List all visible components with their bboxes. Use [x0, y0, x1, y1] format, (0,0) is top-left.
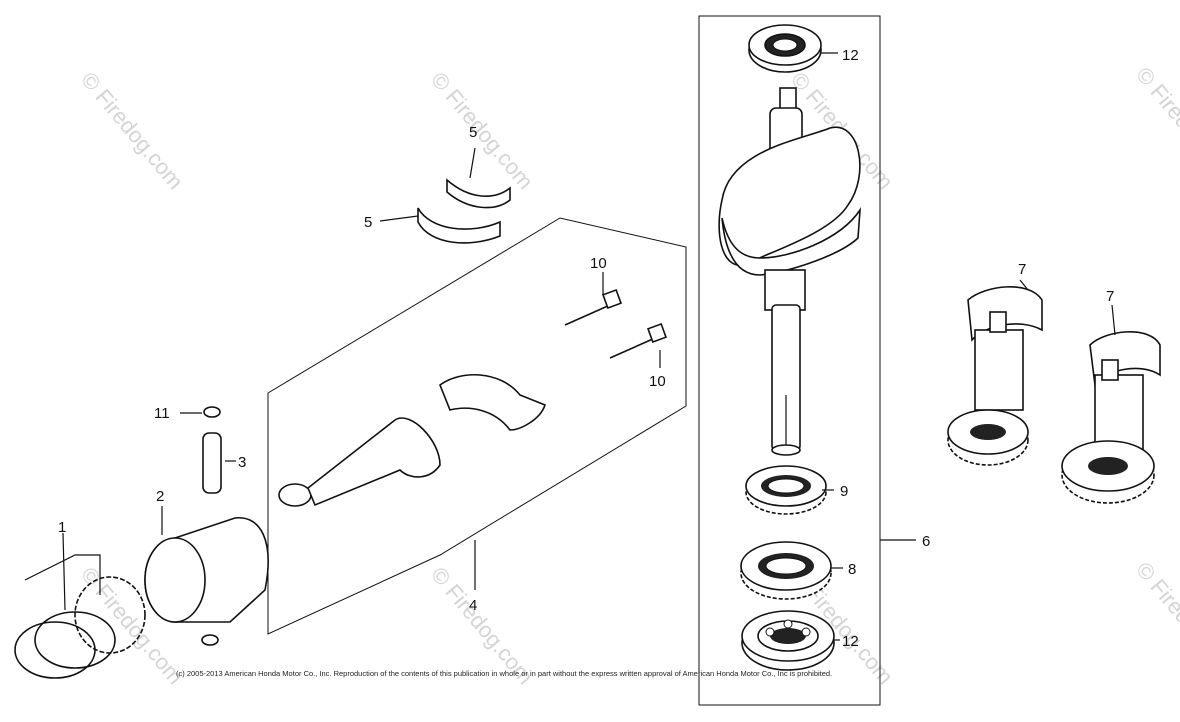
- watermark: © Firedog.com: [76, 67, 188, 194]
- crankshaft: [718, 87, 862, 456]
- gear-large: [740, 541, 832, 600]
- watermark: © Firedog.com: [426, 67, 538, 194]
- bearing-halves: [417, 178, 511, 244]
- piston: [144, 517, 269, 623]
- callout-4: 4: [469, 597, 477, 614]
- callout-11: 11: [154, 405, 170, 422]
- callout-9: 9: [840, 483, 848, 500]
- callout-5-upper: 5: [469, 124, 477, 141]
- leader-lines: [24, 52, 1116, 641]
- callout-12-bottom: 12: [842, 633, 859, 650]
- callout-10-upper: 10: [590, 255, 607, 272]
- copyright-notice: (c) 2005-2013 American Honda Motor Co., …: [176, 669, 832, 678]
- callout-3: 3: [238, 454, 246, 471]
- callouts: 1 2 3 4 5 5 6 7 7 8 9 10 10 11 12 12: [58, 47, 1114, 650]
- clip-bottom: [201, 634, 219, 646]
- crankshaft-group-box: [698, 15, 881, 706]
- callout-12-top: 12: [842, 47, 859, 64]
- clip-top: [203, 406, 221, 418]
- bearing-bottom: [741, 610, 835, 671]
- callout-7-right: 7: [1106, 288, 1114, 305]
- callout-8: 8: [848, 561, 856, 578]
- callout-10-lower: 10: [649, 373, 666, 390]
- callout-2: 2: [156, 488, 164, 505]
- crankshaft-assembly-2: [1061, 331, 1161, 504]
- crankshaft-assembly-1: [947, 286, 1043, 466]
- watermark: © Firedog.com: [1131, 62, 1180, 189]
- connecting-rod-group-box: [267, 217, 687, 635]
- callout-7-left: 7: [1018, 261, 1026, 278]
- callout-5-lower: 5: [364, 214, 372, 231]
- callout-6: 6: [922, 533, 930, 550]
- gear-small: [745, 465, 827, 515]
- bolts: [564, 289, 667, 359]
- bearing-top: [748, 24, 822, 73]
- piston-pin: [202, 432, 222, 494]
- callout-1: 1: [58, 519, 66, 536]
- piston-rings: [14, 576, 146, 679]
- watermark: © Firedog.com: [1131, 557, 1180, 684]
- connecting-rod: [278, 374, 546, 507]
